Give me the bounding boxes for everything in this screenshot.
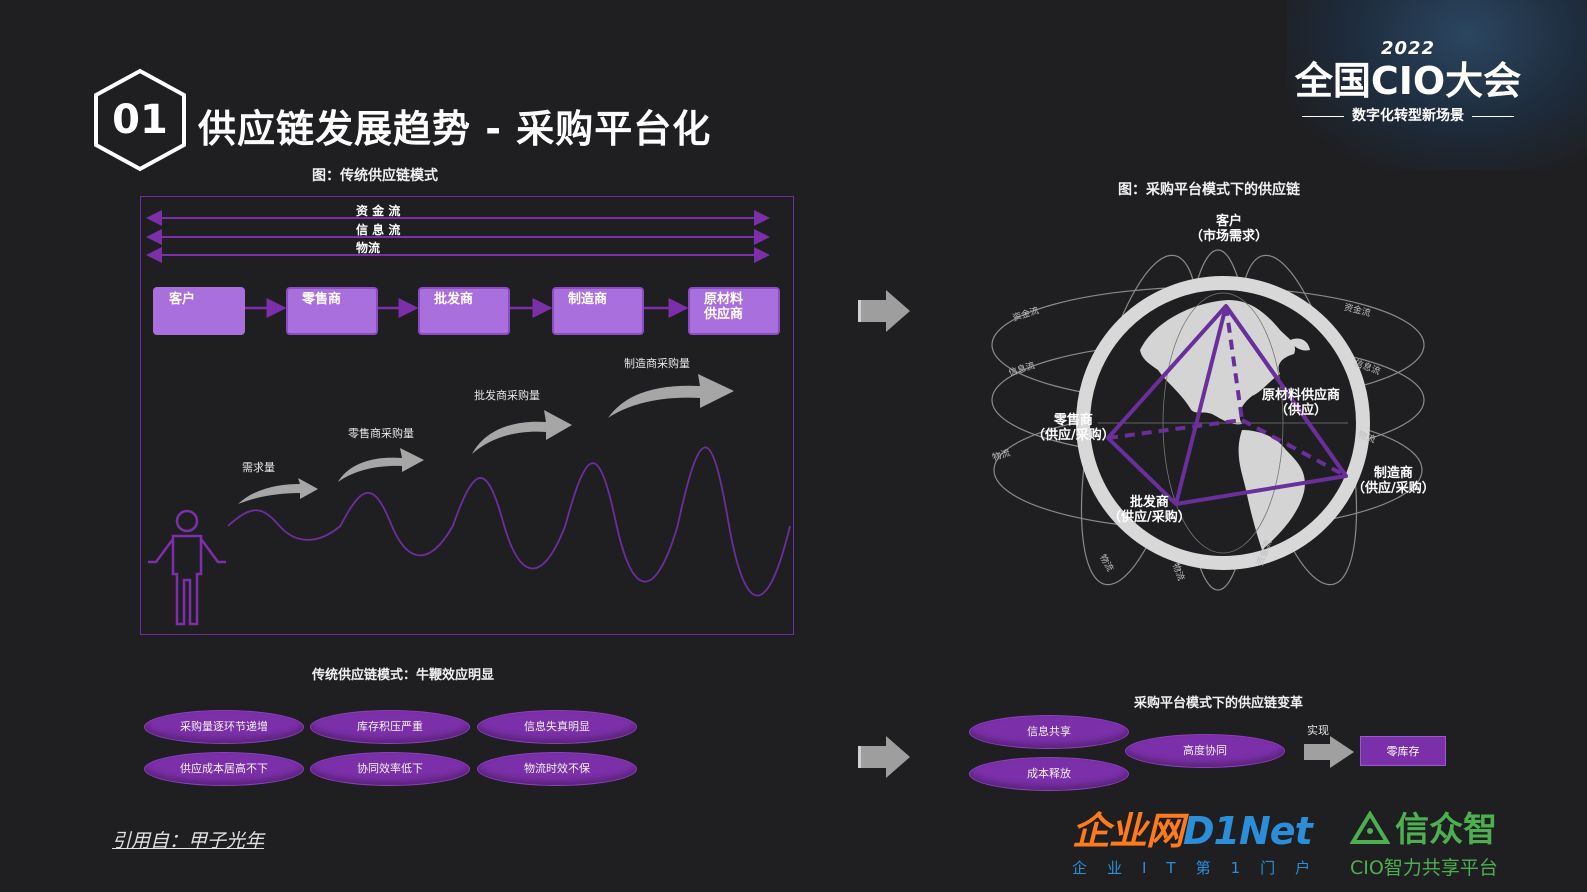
growth-arrows [238, 374, 734, 504]
left-diagram-caption: 图：传统供应链模式 [312, 168, 438, 184]
brand-subtitle: 数字化转型新场景 [1292, 105, 1524, 125]
demand-label: 需求量 [242, 461, 275, 474]
triangle-logo-icon [1349, 810, 1391, 844]
chain-wholesaler: 批发商 [418, 287, 510, 335]
node-wholesaler: 批发商 （供应/采购） [1108, 495, 1191, 525]
capital-flow-label: 资 金 流 [356, 204, 401, 218]
bullwhip-wave [227, 446, 791, 597]
transition-arrow-bottom [858, 736, 910, 778]
effect-pill: 库存积压严重 [311, 711, 469, 743]
benefit-pill: 成本释放 [970, 758, 1128, 790]
chain-manufacturer: 制造商 [552, 287, 644, 335]
platform-globe-diagram [991, 249, 1425, 591]
section-number-hexagon: 01 [92, 68, 188, 172]
info-flow-label: 信 息 流 [356, 223, 401, 237]
effect-pill: 信息失真明显 [478, 711, 636, 743]
brand-name: 全国CIO大会 [1294, 59, 1522, 103]
retailer-purchase-label: 零售商采购量 [348, 427, 414, 440]
left-bottom-caption: 传统供应链模式：牛鞭效应明显 [312, 668, 495, 683]
effect-pill: 物流时效不保 [478, 753, 636, 785]
right-diagram-caption: 图：采购平台模式下的供应链 [1118, 182, 1300, 198]
zero-inventory-box: 零库存 [1360, 736, 1446, 766]
page-title: 供应链发展趋势 - 采购平台化 [198, 107, 712, 151]
achieve-arrow-icon [1304, 736, 1354, 768]
traditional-diagram-graphics [146, 210, 791, 626]
right-bottom-caption: 采购平台模式下的供应链变革 [1134, 696, 1304, 711]
benefit-pill: 高度协同 [1126, 735, 1284, 767]
chain-raw-material-supplier: 原材料 供应商 [688, 287, 780, 335]
benefit-pill: 信息共享 [970, 716, 1128, 748]
node-customer: 客户 （市场需求） [1190, 214, 1269, 244]
conference-brand: 2022 全国CIO大会 数字化转型新场景 [1292, 38, 1524, 125]
effect-pill: 供应成本居高不下 [145, 753, 303, 785]
wholesaler-purchase-label: 批发商采购量 [474, 389, 540, 402]
brand-year: 2022 [1380, 38, 1436, 59]
node-raw-material-supplier: 原材料供应商 （供应） [1262, 388, 1341, 418]
achieve-label: 实现 [1307, 724, 1329, 737]
customer-person-icon [148, 509, 226, 626]
xinzhongzhi-logo: 信众智 CIO智力共享平台 [1349, 810, 1498, 879]
section-number: 01 [112, 97, 168, 143]
d1net-logo: 企业网D1Net 企业IT第1门户 [1072, 809, 1331, 877]
effect-pill: 采购量逐环节递增 [145, 711, 303, 743]
logistics-flow-label: 物流 [356, 241, 381, 255]
transition-arrow-top [858, 290, 910, 332]
citation: 引用自：甲子光年 [112, 830, 265, 852]
effect-pill: 协同效率低下 [311, 753, 469, 785]
chain-customer: 客户 [153, 287, 245, 335]
node-retailer: 零售商 （供应/采购） [1032, 413, 1115, 443]
node-manufacturer: 制造商 （供应/采购） [1352, 466, 1435, 496]
manufacturer-purchase-label: 制造商采购量 [624, 357, 690, 370]
chain-retailer: 零售商 [286, 287, 378, 335]
traditional-supply-chain-frame [140, 196, 794, 635]
header-glow [1287, 0, 1587, 170]
